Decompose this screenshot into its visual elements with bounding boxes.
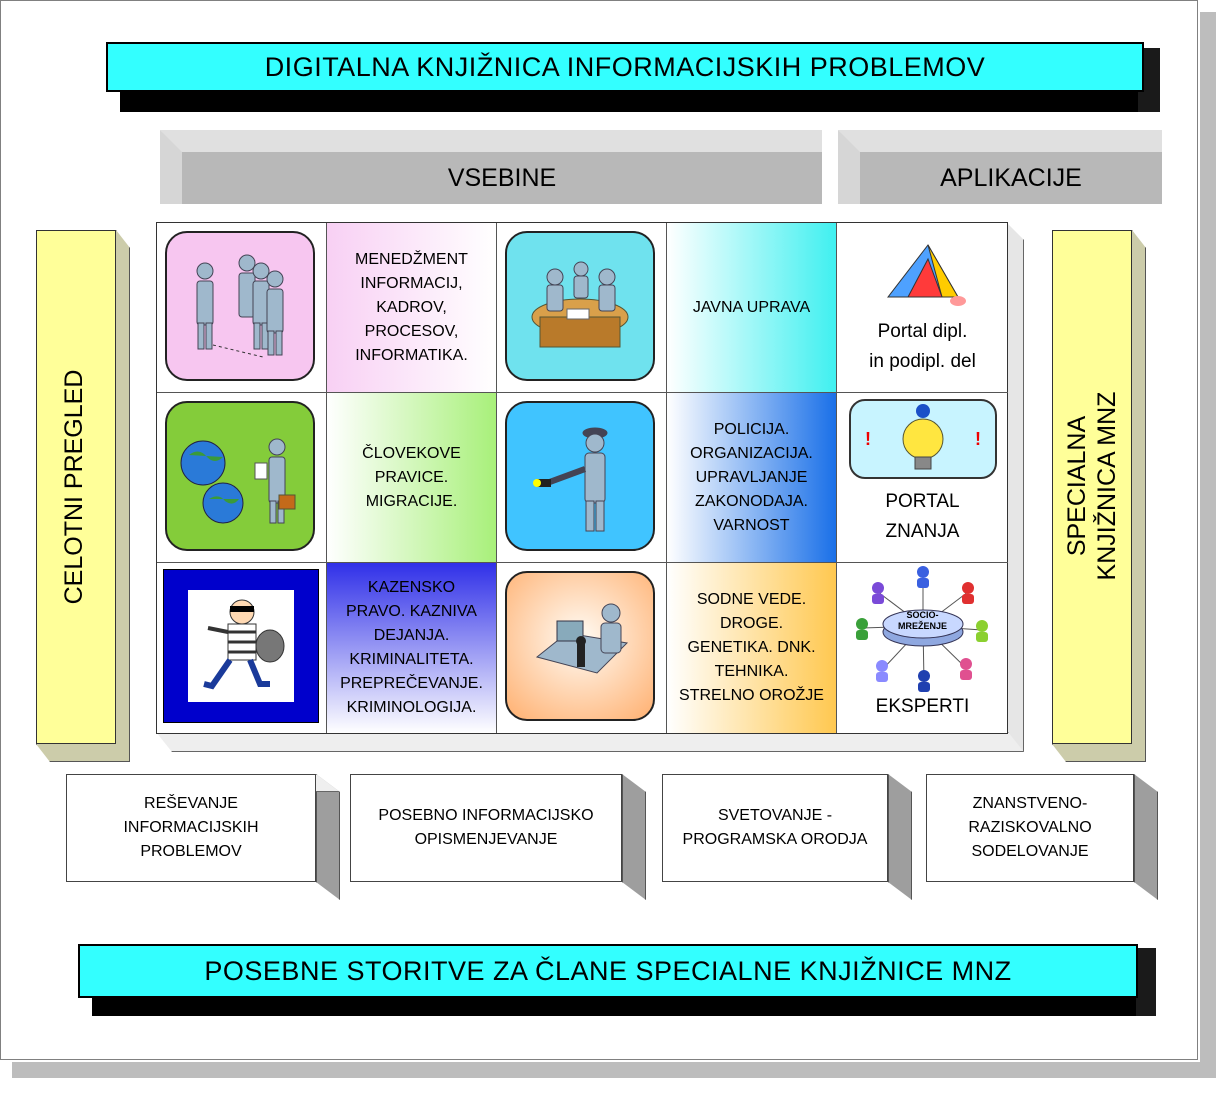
social-network-icon: SOCIO-MREŽENJE bbox=[848, 566, 998, 692]
grid-cell-criminal-icon bbox=[157, 563, 327, 733]
vsebine-header-left bbox=[160, 130, 182, 204]
burglar-icon[interactable] bbox=[163, 569, 319, 723]
grid-cell-police-icon bbox=[497, 393, 667, 563]
pyramid-icon bbox=[886, 243, 966, 306]
grid-depth-right bbox=[1006, 222, 1024, 752]
public-admin-text: JAVNA UPRAVA bbox=[692, 298, 811, 316]
aplikacije-header-left bbox=[838, 130, 860, 204]
service-box-1-side bbox=[316, 774, 340, 900]
grid-cell-human-rights-icon bbox=[157, 393, 327, 563]
grid-cell-forensic-icon bbox=[497, 563, 667, 733]
grid-cell-forensic[interactable]: SODNE VEDE.DROGE.GENETIKA. DNK.TEHNIKA.S… bbox=[667, 563, 837, 733]
service-box-4-side bbox=[1134, 774, 1158, 900]
grid-cell-eksperti[interactable]: SOCIO-MREŽENJE EKSPERTI bbox=[837, 563, 1008, 733]
footer-banner-side bbox=[1136, 948, 1156, 1016]
aplikacije-label: APLIKACIJE bbox=[940, 163, 1082, 192]
vsebine-label: VSEBINE bbox=[447, 163, 557, 192]
aplikacije-header: APLIKACIJE bbox=[860, 152, 1162, 204]
grid-cell-public-admin-icon bbox=[497, 223, 667, 393]
frame-shadow-bottom bbox=[12, 1062, 1216, 1078]
meeting-table-icon[interactable] bbox=[505, 231, 655, 381]
police-officer-icon[interactable] bbox=[505, 401, 655, 551]
page-title: DIGITALNA KNJIŽNICA INFORMACIJSKIH PROBL… bbox=[264, 51, 986, 82]
people-group-icon[interactable] bbox=[165, 231, 315, 381]
aplikacije-header-top bbox=[838, 130, 1162, 152]
title-banner: DIGITALNA KNJIŽNICA INFORMACIJSKIH PROBL… bbox=[106, 42, 1144, 92]
vsebine-header-top bbox=[160, 130, 822, 152]
right-pillar-label: SPECIALNA KNJIŽNICA MNZ bbox=[1063, 391, 1121, 581]
globe-traveler-icon[interactable] bbox=[165, 401, 315, 551]
socio-label: SOCIO-MREŽENJE bbox=[897, 610, 947, 631]
right-pillar bbox=[1052, 230, 1132, 744]
footer-banner: POSEBNE STORITVE ZA ČLANE SPECIALNE KNJI… bbox=[78, 944, 1138, 998]
service-box-2-side bbox=[622, 774, 646, 900]
frame-shadow-right bbox=[1200, 12, 1216, 1078]
lightbulb-icon: ! ! bbox=[848, 398, 997, 479]
grid-cell-management-icon bbox=[157, 223, 327, 393]
vsebine-header: VSEBINE bbox=[182, 152, 822, 204]
left-pillar bbox=[36, 230, 116, 744]
grid-cell-public-admin[interactable]: JAVNA UPRAVA bbox=[667, 223, 837, 393]
grid-depth-bottom bbox=[156, 732, 1024, 752]
footer-label: POSEBNE STORITVE ZA ČLANE SPECIALNE KNJI… bbox=[204, 955, 1012, 986]
microscope-lab-icon[interactable] bbox=[505, 571, 655, 721]
left-pillar-label: CELOTNI PREGLED bbox=[60, 369, 88, 605]
portal-dipl-text: Portal dipl.in podipl. del bbox=[869, 320, 976, 372]
eksperti-text: EKSPERTI bbox=[875, 696, 970, 717]
forensic-text: SODNE VEDE.DROGE.GENETIKA. DNK.TEHNIKA.S… bbox=[679, 591, 824, 704]
svg-text:!: ! bbox=[865, 429, 871, 449]
svg-text:!: ! bbox=[975, 429, 981, 449]
service-box-3-side bbox=[888, 774, 912, 900]
grid-cell-portal-dipl[interactable]: Portal dipl.in podipl. del bbox=[837, 223, 1008, 393]
service-box-3[interactable]: SVETOVANJE -PROGRAMSKA ORODJA bbox=[662, 774, 888, 882]
